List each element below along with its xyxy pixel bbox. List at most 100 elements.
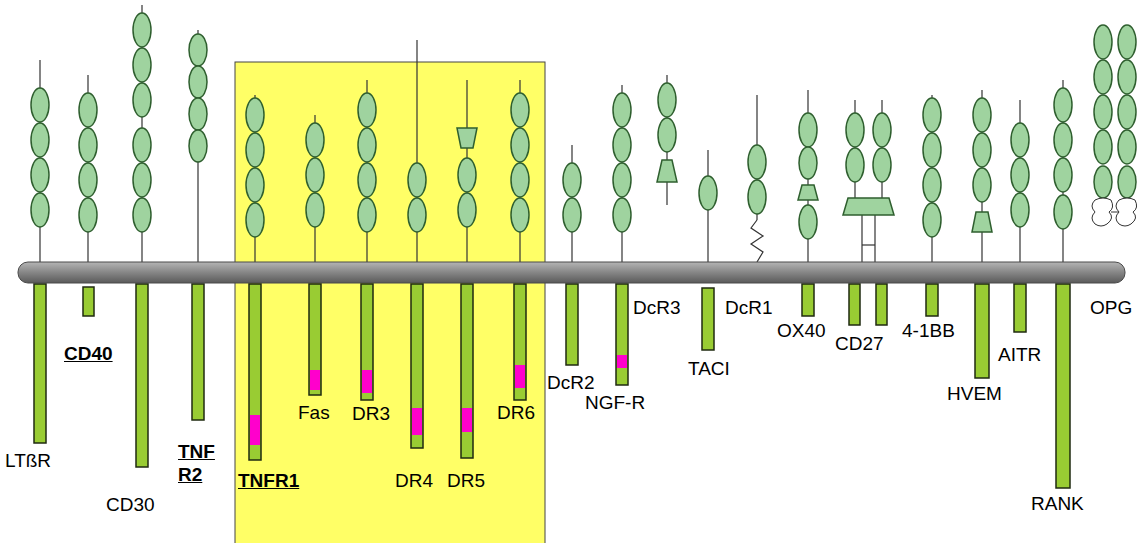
cysteine-rich-domain bbox=[246, 133, 264, 167]
cysteine-rich-domain bbox=[873, 148, 891, 182]
cysteine-rich-domain bbox=[563, 198, 581, 232]
receptor-label: CD40 bbox=[64, 343, 113, 365]
receptor-label: DR3 bbox=[352, 403, 390, 425]
cysteine-rich-domain bbox=[457, 128, 477, 148]
intracellular-domain bbox=[514, 284, 526, 400]
cysteine-rich-domain bbox=[511, 163, 529, 197]
cysteine-rich-domain bbox=[923, 133, 941, 167]
intracellular-domain bbox=[83, 287, 94, 316]
receptor-label: 4-1BB bbox=[902, 320, 955, 342]
cysteine-rich-domain bbox=[79, 128, 97, 162]
cysteine-rich-domain bbox=[306, 158, 324, 192]
cysteine-rich-domain bbox=[189, 98, 207, 130]
cysteine-rich-domain bbox=[306, 123, 324, 157]
intracellular-domain bbox=[1056, 284, 1070, 488]
death-domain bbox=[362, 370, 372, 393]
cysteine-rich-domain bbox=[358, 163, 376, 197]
cysteine-rich-domain bbox=[133, 198, 151, 232]
cysteine-rich-domain bbox=[1054, 88, 1072, 122]
cysteine-rich-domain bbox=[799, 147, 817, 179]
cysteine-rich-domain bbox=[613, 128, 631, 162]
cysteine-rich-domain bbox=[1011, 158, 1029, 192]
cysteine-rich-domain bbox=[973, 98, 991, 132]
cysteine-rich-domain bbox=[846, 148, 864, 182]
receptor-label: DR5 bbox=[447, 470, 485, 492]
death-domain bbox=[617, 355, 627, 368]
intracellular-domain bbox=[361, 284, 373, 400]
cysteine-rich-domain bbox=[31, 193, 49, 227]
intracellular-domain bbox=[309, 284, 321, 395]
intracellular-domain bbox=[136, 284, 148, 467]
cysteine-rich-domain bbox=[458, 158, 476, 192]
intracellular-domain bbox=[566, 284, 578, 365]
cysteine-rich-domain bbox=[189, 66, 207, 98]
receptor-label: RANK bbox=[1031, 493, 1084, 515]
receptor-label: DcR2 bbox=[547, 372, 595, 394]
opg-death-domain bbox=[1092, 198, 1137, 226]
cysteine-rich-domain bbox=[358, 198, 376, 232]
death-domain bbox=[250, 415, 260, 445]
receptor-label: CD30 bbox=[106, 494, 155, 516]
cysteine-rich-domain bbox=[189, 130, 207, 162]
intracellular-domain bbox=[926, 284, 938, 316]
cysteine-rich-domain bbox=[133, 83, 151, 117]
cysteine-rich-domain bbox=[133, 163, 151, 197]
cysteine-rich-domain bbox=[799, 205, 817, 239]
cysteine-rich-domain bbox=[408, 198, 426, 232]
cysteine-rich-domain bbox=[1118, 25, 1136, 59]
cysteine-rich-domain bbox=[699, 176, 717, 210]
receptor-label: DcR1 bbox=[725, 297, 773, 319]
cysteine-rich-domain bbox=[1094, 60, 1112, 94]
death-domain bbox=[462, 408, 472, 432]
cysteine-rich-domain bbox=[1054, 123, 1072, 157]
receptor-label: DR6 bbox=[497, 402, 535, 424]
cysteine-rich-domain bbox=[613, 163, 631, 197]
cysteine-rich-domain bbox=[923, 168, 941, 202]
cysteine-rich-domain bbox=[923, 98, 941, 132]
intracellular-domain bbox=[34, 284, 46, 443]
cysteine-rich-domain bbox=[1011, 123, 1029, 157]
receptor-stalk bbox=[861, 215, 862, 262]
intracellular-domain bbox=[975, 284, 989, 378]
cysteine-rich-domain bbox=[658, 83, 676, 117]
intracellular-domain bbox=[1014, 284, 1026, 332]
cysteine-rich-domain bbox=[79, 93, 97, 127]
cysteine-rich-domain bbox=[1094, 130, 1112, 164]
intracellular-domain bbox=[34, 284, 1070, 488]
cysteine-rich-domain bbox=[31, 88, 49, 122]
cysteine-rich-domain bbox=[133, 13, 151, 47]
death-domain bbox=[310, 370, 320, 390]
intracellular-domain bbox=[192, 284, 204, 420]
cysteine-rich-domain bbox=[1118, 60, 1136, 94]
cysteine-rich-domain bbox=[973, 133, 991, 167]
cysteine-rich-domain bbox=[1118, 95, 1136, 129]
death-domain bbox=[250, 355, 627, 445]
receptor-label: TACI bbox=[688, 358, 730, 380]
cysteine-rich-domain bbox=[563, 163, 581, 197]
cysteine-rich-domain bbox=[843, 198, 894, 215]
receptor-label: CD27 bbox=[835, 333, 884, 355]
cysteine-rich-domain bbox=[748, 145, 766, 179]
death-domain bbox=[515, 365, 525, 388]
cysteine-rich-domain bbox=[613, 93, 631, 127]
receptor-label: TNFR1 bbox=[238, 470, 299, 492]
cysteine-rich-domain bbox=[246, 168, 264, 202]
death-receptor-band bbox=[235, 62, 545, 543]
receptor-label: OPG bbox=[1090, 297, 1132, 319]
cysteine-rich-domain bbox=[657, 160, 677, 182]
cysteine-rich-domain bbox=[1094, 95, 1112, 129]
cysteine-rich-domain bbox=[1054, 158, 1072, 192]
cysteine-rich-domain bbox=[748, 180, 766, 214]
cysteine-rich-domain bbox=[798, 185, 818, 200]
receptor-stalk bbox=[862, 244, 875, 245]
receptor-label: TNF R2 bbox=[178, 440, 218, 486]
cysteine-rich-domain bbox=[972, 212, 992, 232]
receptor-label: DR4 bbox=[395, 470, 433, 492]
intracellular-domain bbox=[849, 284, 860, 325]
cysteine-rich-domain bbox=[133, 48, 151, 82]
receptor-label: NGF-R bbox=[585, 392, 645, 414]
opg-death-domain bbox=[1111, 212, 1119, 213]
receptor-label: LTßR bbox=[5, 450, 51, 472]
cysteine-rich-domain bbox=[189, 34, 207, 66]
cysteine-rich-domain bbox=[31, 123, 49, 157]
